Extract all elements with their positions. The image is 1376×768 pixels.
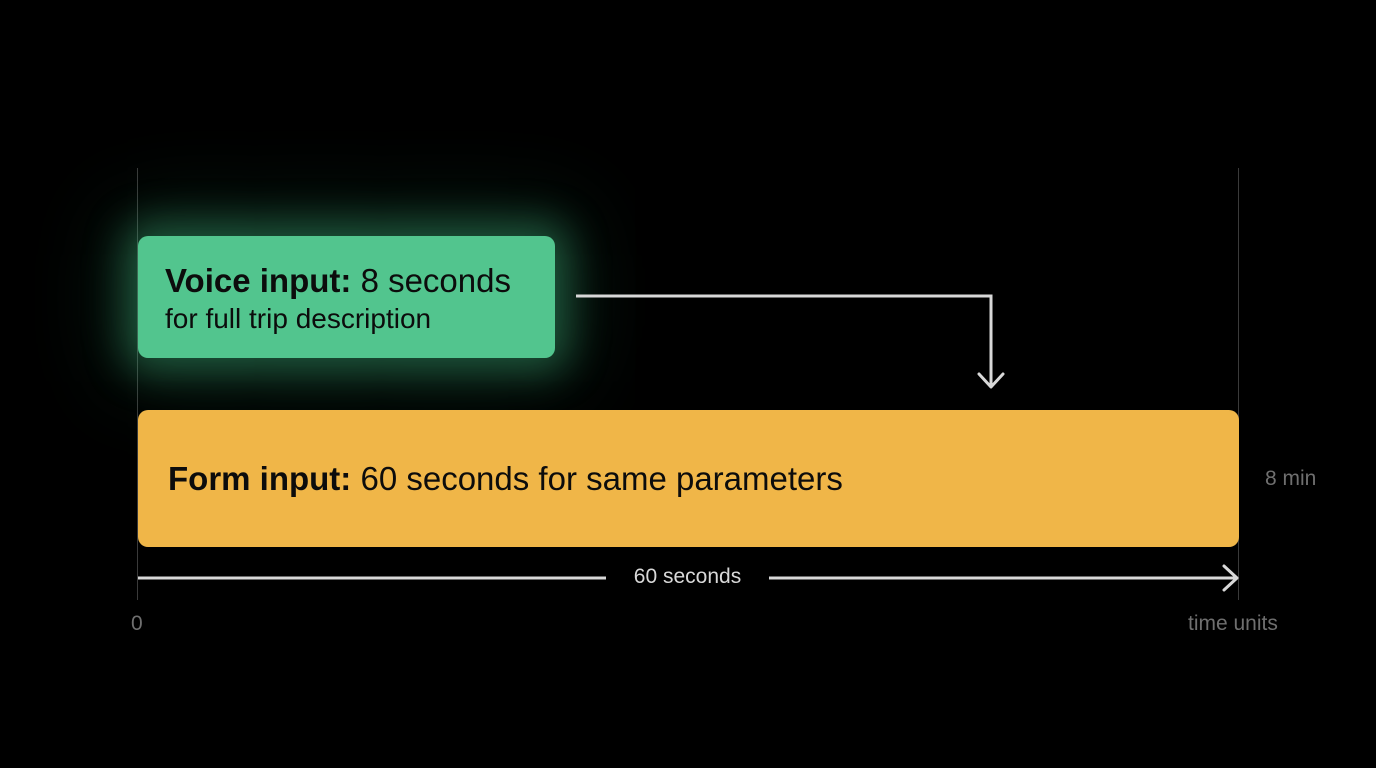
axis-start-label: 0	[131, 612, 143, 635]
axis-start-line	[137, 168, 138, 600]
side-duration-label: 8 min	[1265, 467, 1317, 490]
form-input-description: 60 seconds for same parameters	[360, 459, 843, 497]
axis-unit-label: time units	[1188, 612, 1278, 635]
form-input-box: Form input: 60 seconds for same paramete…	[138, 410, 1239, 547]
connector-arrowhead	[977, 372, 1005, 389]
voice-input-duration: 8 seconds	[360, 262, 511, 299]
span-duration-label: 60 seconds	[633, 565, 742, 588]
voice-input-description: for full trip description	[165, 303, 432, 334]
voice-to-form-connector	[576, 294, 993, 386]
form-input-heading: Form input: 60 seconds for same paramete…	[168, 459, 843, 499]
axis-end-line	[1238, 168, 1239, 600]
voice-input-box: Voice input: 8 seconds for full trip des…	[138, 236, 555, 358]
span-arrowhead	[1222, 564, 1239, 592]
voice-input-label: Voice input:	[165, 262, 352, 299]
form-input-label: Form input:	[168, 459, 352, 497]
voice-input-heading: Voice input: 8 seconds	[165, 261, 555, 301]
